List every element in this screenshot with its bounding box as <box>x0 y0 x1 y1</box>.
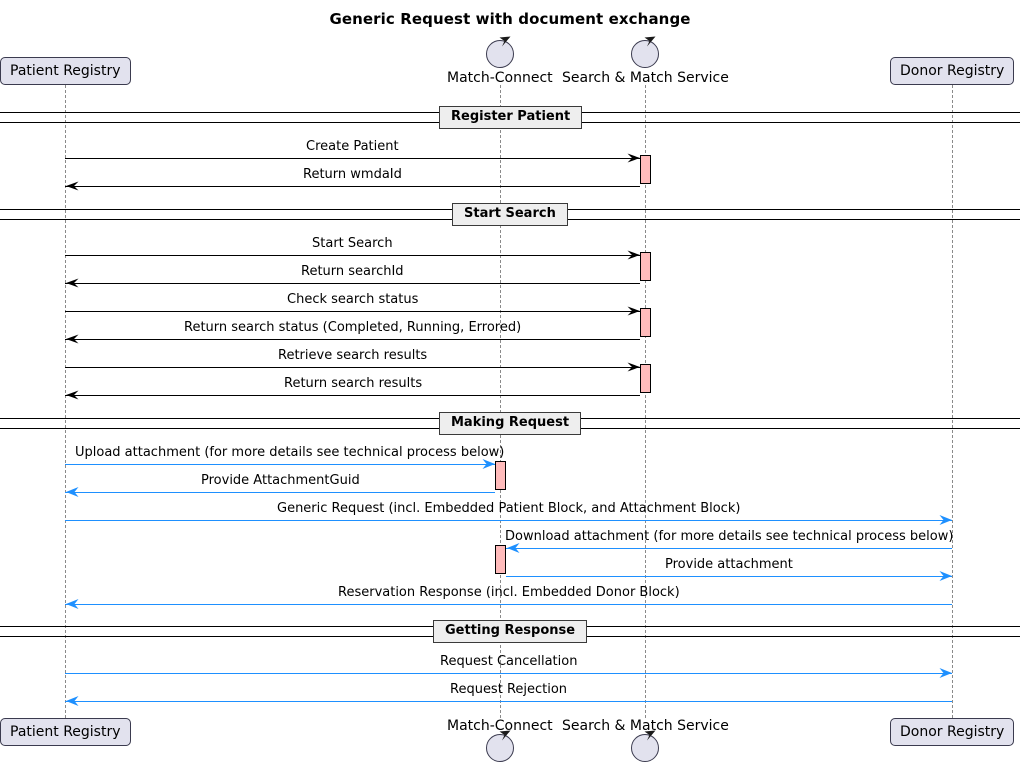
section-header-register: Register Patient <box>439 106 583 129</box>
message-line-m10 <box>65 492 495 493</box>
activation-bar-search <box>640 155 651 184</box>
message-label-m1: Create Patient <box>306 139 399 154</box>
message-label-m8: Return search results <box>284 376 423 391</box>
participant-donor-bottom[interactable]: Donor Registry <box>890 718 1015 746</box>
message-label-m11: Generic Request (incl. Embedded Patient … <box>277 501 741 516</box>
message-label-m7: Retrieve search results <box>278 348 428 363</box>
message-line-m3 <box>65 255 640 256</box>
message-label-m12: Download attachment (for more details se… <box>505 529 954 544</box>
activation-bar-match <box>495 461 506 490</box>
activation-bar-search <box>640 252 651 281</box>
lifeline-search <box>645 85 646 718</box>
message-line-m16 <box>65 701 952 702</box>
message-line-m11 <box>65 520 952 521</box>
message-label-m15: Request Cancellation <box>440 654 578 669</box>
message-line-m1 <box>65 158 640 159</box>
message-line-m15 <box>65 673 952 674</box>
message-line-m7 <box>65 367 640 368</box>
participant-match-control-circle-top[interactable] <box>486 40 514 68</box>
message-label-m16: Request Rejection <box>450 682 568 697</box>
section-header-making: Making Request <box>439 412 582 435</box>
message-line-m4 <box>65 283 640 284</box>
message-label-m9: Upload attachment (for more details see … <box>75 445 505 460</box>
message-line-m14 <box>65 604 952 605</box>
message-label-m6: Return search status (Completed, Running… <box>184 320 522 335</box>
participant-patient-top[interactable]: Patient Registry <box>0 57 131 85</box>
message-line-m2 <box>65 186 640 187</box>
section-header-getting: Getting Response <box>433 620 588 643</box>
message-label-m4: Return searchId <box>301 264 404 279</box>
participant-search-control-circle-bottom[interactable] <box>631 734 659 762</box>
message-label-m3: Start Search <box>312 236 393 251</box>
activation-bar-search <box>640 308 651 337</box>
message-line-m6 <box>65 339 640 340</box>
message-label-m13: Provide attachment <box>665 557 793 572</box>
participant-search-label-top: Search & Match Service <box>562 70 729 86</box>
lifeline-donor <box>952 85 953 718</box>
message-line-m13 <box>506 576 952 577</box>
message-line-m12 <box>506 548 952 549</box>
message-label-m2: Return wmdaId <box>303 167 402 182</box>
participant-search-label-bottom: Search & Match Service <box>562 718 729 734</box>
message-label-m14: Reservation Response (incl. Embedded Don… <box>338 585 680 600</box>
message-label-m10: Provide AttachmentGuid <box>201 473 360 488</box>
lifeline-match <box>500 85 501 718</box>
message-line-m5 <box>65 311 640 312</box>
participant-match-control-circle-bottom[interactable] <box>486 734 514 762</box>
lifeline-patient <box>65 85 66 718</box>
page-title: Generic Request with document exchange <box>329 10 691 28</box>
participant-donor-top[interactable]: Donor Registry <box>890 57 1015 85</box>
message-line-m8 <box>65 395 640 396</box>
participant-match-label-bottom: Match-Connect <box>447 718 553 734</box>
participant-search-control-circle-top[interactable] <box>631 40 659 68</box>
message-line-m9 <box>65 464 495 465</box>
section-header-start: Start Search <box>452 203 568 226</box>
message-label-m5: Check search status <box>287 292 419 307</box>
participant-match-label-top: Match-Connect <box>447 70 553 86</box>
participant-patient-bottom[interactable]: Patient Registry <box>0 718 131 746</box>
activation-bar-match <box>495 545 506 574</box>
activation-bar-search <box>640 364 651 393</box>
